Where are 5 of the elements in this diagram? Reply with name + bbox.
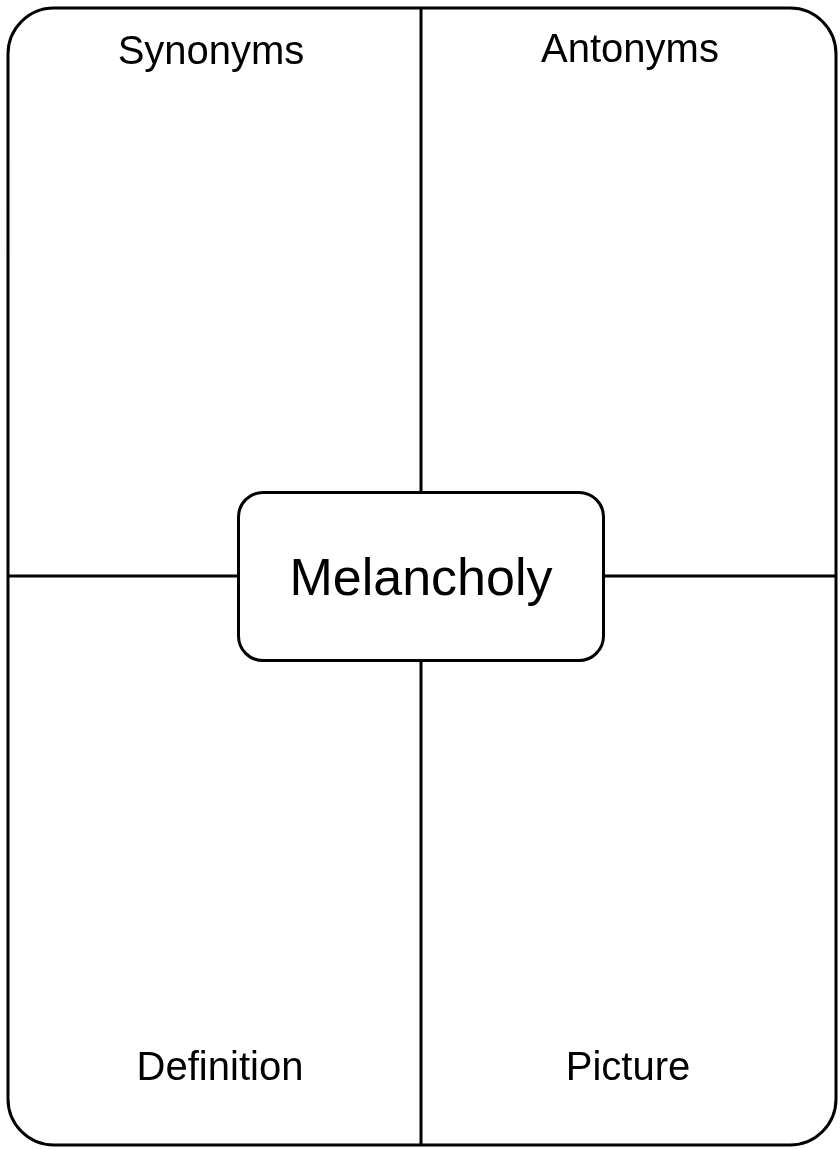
quadrant-heading: Picture [565, 1043, 691, 1089]
term-box: Melancholy [237, 491, 605, 662]
quadrant-heading: Definition [136, 1043, 304, 1089]
quadrant-heading: Synonyms [117, 27, 305, 73]
quadrant-heading: Antonyms [541, 25, 719, 71]
